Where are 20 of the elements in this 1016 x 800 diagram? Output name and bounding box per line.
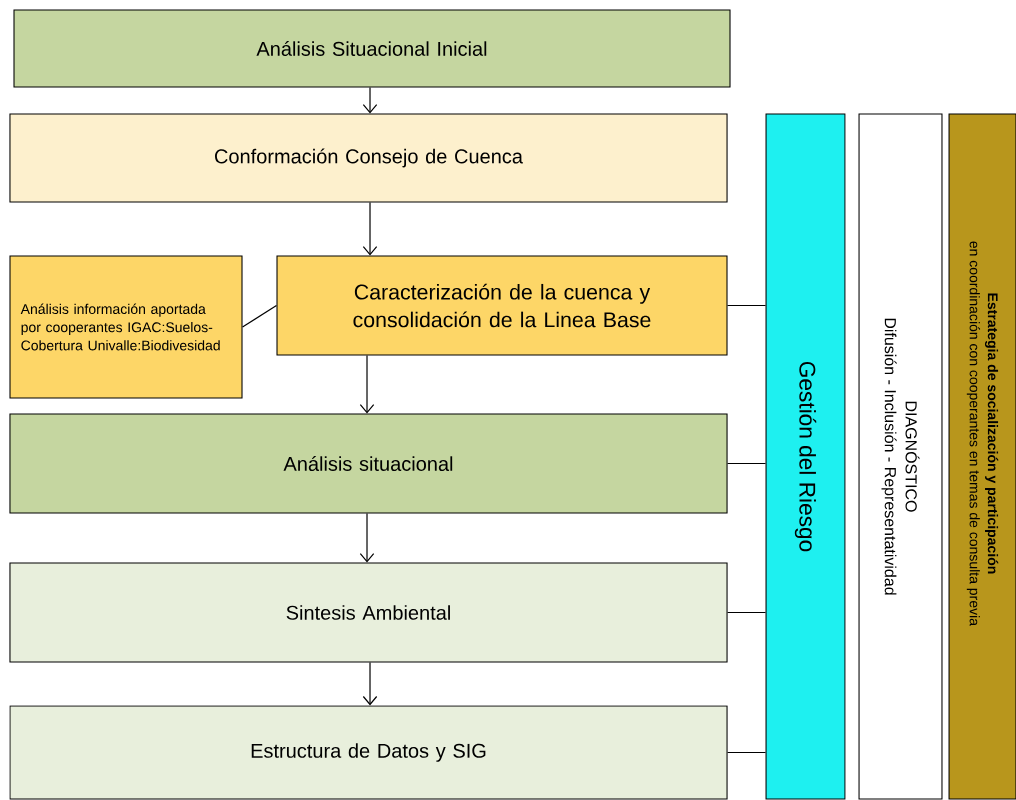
arrow [362, 661, 378, 706]
arrow [359, 512, 375, 563]
arrow [362, 86, 378, 114]
arrow [362, 201, 378, 256]
arrow [359, 354, 375, 414]
note-box: Análisis información aportada por cooperantes IGAC:Suelos-Cobertura Univalle:Biodivesidad [9, 255, 243, 399]
process-box: Análisis situacional [9, 413, 728, 514]
connector-line [726, 304, 767, 307]
connector-line [727, 751, 767, 754]
vertical-band: Estrategia de socialización y participación en coordinación con cooperantes en temas de consulta previa [948, 113, 1016, 800]
vertical-band: Gestión del Riesgo [765, 113, 846, 800]
process-box: Estructura de Datos y SIG [9, 705, 728, 800]
connector-line [241, 304, 278, 328]
process-box: Sintesis Ambiental [9, 562, 728, 663]
vertical-band: DIAGNÓSTICO Difusión - Inclusión - Representatividad [858, 113, 943, 800]
process-box: Análisis Situacional Inicial [13, 9, 731, 88]
process-box: Conformación Consejo de Cuenca [9, 113, 728, 203]
process-box: Caracterización de la cuenca y consolidación de la Linea Base [276, 255, 728, 356]
connector-line [727, 462, 767, 465]
connector-line [727, 611, 767, 614]
